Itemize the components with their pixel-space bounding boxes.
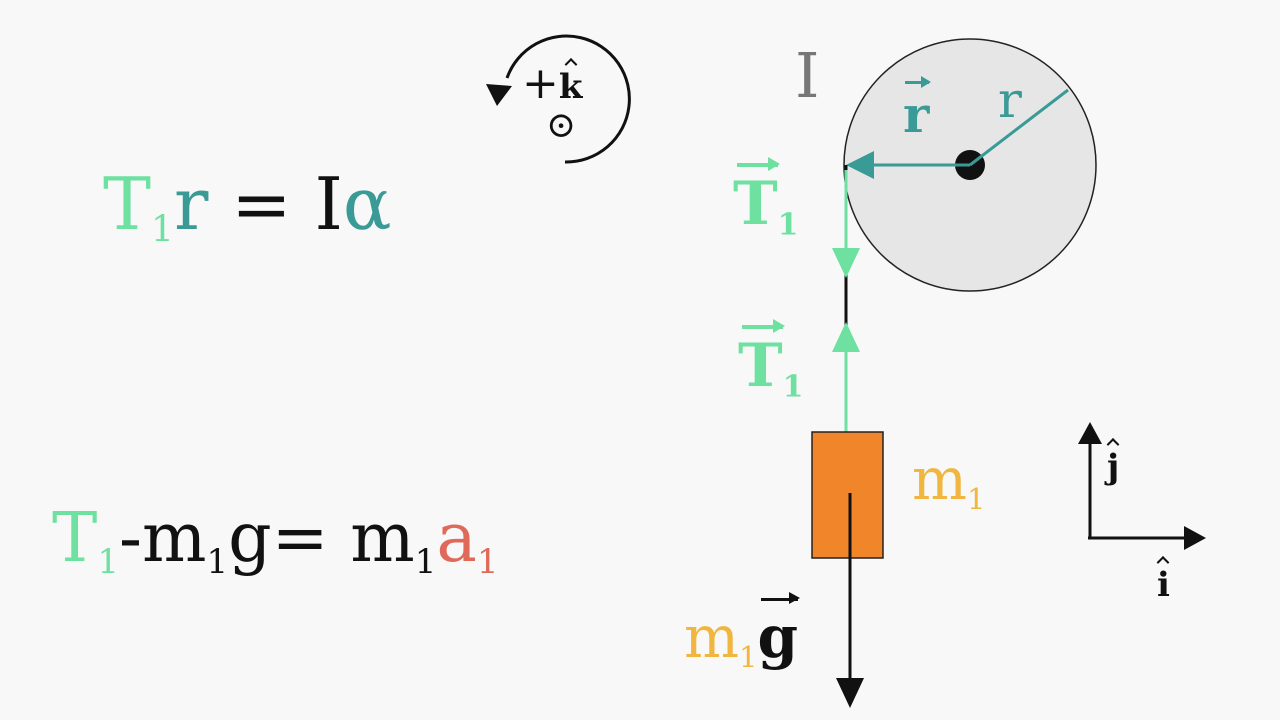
r-vector-label: r <box>903 76 932 144</box>
mass-label: m1 <box>912 450 985 514</box>
tension-top-arrow-head <box>832 248 860 278</box>
rotation-arc <box>505 34 631 164</box>
force-eq-a: a <box>436 499 477 578</box>
weight-label-sub: 1 <box>739 640 758 675</box>
force-eq-m: m <box>350 499 415 578</box>
inertia-label: I <box>795 39 820 112</box>
radius-label: r <box>998 71 1022 129</box>
r-vector-head <box>846 151 874 179</box>
force-eq-m-sub: 1 <box>206 541 229 582</box>
k-hat-label: k <box>558 67 583 107</box>
tension-bottom-label: T1 <box>738 319 804 405</box>
tension-top-label: T1 <box>733 157 799 243</box>
axis-j-label-text: j <box>1107 447 1120 487</box>
mass-block <box>811 431 884 559</box>
rotation-plus: + <box>522 58 559 109</box>
torque-eq-r: r <box>173 162 209 246</box>
axis-j-label: j <box>1107 450 1119 484</box>
mass-label-sub: 1 <box>967 482 986 517</box>
torque-equation: T1r = Iα <box>103 168 392 249</box>
force-eq-t-sub: 1 <box>97 541 119 582</box>
axis-j-head <box>1078 422 1102 444</box>
out-of-page-symbol: ⊙ <box>546 105 577 146</box>
torque-eq-alpha: α <box>342 162 392 246</box>
radius-line <box>969 88 1069 167</box>
weight-label-m: m <box>684 603 739 671</box>
tension-top-sub: 1 <box>777 207 799 243</box>
weight-arrow-head <box>836 678 864 708</box>
rotation-arrow-head <box>486 84 512 106</box>
weight-label-g: g <box>757 591 800 671</box>
axis-i-head <box>1184 526 1206 550</box>
torque-eq-equals: = <box>231 162 292 246</box>
torque-eq-t: T <box>103 162 152 246</box>
torque-eq-t-sub: 1 <box>151 209 174 251</box>
force-eq-t: T <box>52 499 98 578</box>
tension-top-t: T <box>733 157 780 239</box>
axis-i-label-text: i <box>1157 565 1170 605</box>
tension-bottom-arrow-head <box>832 322 860 352</box>
force-eq-g: g <box>228 499 272 578</box>
weight-label: m1g <box>684 591 800 675</box>
force-eq-a-sub: 1 <box>476 541 499 582</box>
tension-bottom-t: T <box>738 319 785 401</box>
torque-eq-i: I <box>314 162 343 246</box>
mass-label-m: m <box>912 445 967 513</box>
force-eq-minus-m: -m <box>119 499 207 578</box>
force-equation: T1-m1g= m1a1 <box>52 505 499 579</box>
force-eq-m2-sub: 1 <box>414 541 437 582</box>
rotation-positive-label: +k <box>522 62 582 106</box>
force-eq-equals: = <box>271 499 329 578</box>
tension-bottom-sub: 1 <box>782 369 804 405</box>
axis-i-label: i <box>1157 568 1170 602</box>
r-vector-label-text: r <box>903 76 932 144</box>
